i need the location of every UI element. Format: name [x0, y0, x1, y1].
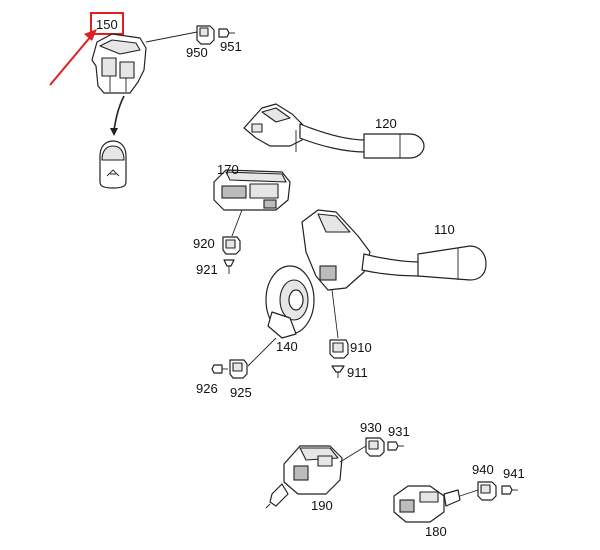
part-120-wiper-switch[interactable] — [243, 103, 425, 159]
part-170-module[interactable] — [213, 169, 291, 211]
part-911-terminal[interactable] — [331, 365, 345, 378]
label-921: 921 — [196, 262, 218, 277]
part-110-combination-switch[interactable] — [301, 209, 487, 339]
part-921-terminal[interactable] — [223, 259, 235, 274]
part-951-terminal[interactable] — [218, 28, 235, 38]
part-140-clock-spring[interactable] — [265, 265, 315, 339]
label-190: 190 — [311, 498, 333, 513]
switch-cap[interactable] — [99, 140, 127, 189]
part-190-switch[interactable] — [265, 445, 343, 509]
part-925-connector[interactable] — [229, 359, 248, 379]
label-925: 925 — [230, 385, 252, 400]
part-940-connector[interactable] — [477, 481, 497, 501]
label-931: 931 — [388, 424, 410, 439]
label-930: 930 — [360, 420, 382, 435]
label-140: 140 — [276, 339, 298, 354]
label-926: 926 — [196, 381, 218, 396]
part-920-connector[interactable] — [222, 236, 241, 255]
label-911: 911 — [347, 365, 368, 380]
part-931-terminal[interactable] — [387, 441, 404, 451]
label-950: 950 — [186, 45, 208, 60]
label-920: 920 — [193, 236, 215, 251]
part-950-connector[interactable] — [196, 25, 215, 45]
highlight-arrow — [49, 29, 97, 86]
label-150: 150 — [96, 17, 118, 32]
part-926-terminal[interactable] — [211, 364, 228, 374]
label-120: 120 — [375, 116, 397, 131]
label-110: 110 — [434, 222, 455, 237]
label-941: 941 — [503, 466, 525, 481]
part-941-terminal[interactable] — [501, 485, 518, 495]
label-180: 180 — [425, 524, 447, 539]
part-930-connector[interactable] — [365, 437, 385, 457]
part-150-switch[interactable] — [91, 33, 147, 94]
part-180-switch[interactable] — [393, 485, 479, 523]
part-910-connector[interactable] — [329, 339, 349, 359]
highlight-box[interactable] — [90, 12, 124, 35]
label-940: 940 — [472, 462, 494, 477]
label-170: 170 — [217, 162, 239, 177]
label-910: 910 — [350, 340, 372, 355]
label-951: 951 — [220, 39, 242, 54]
assembly-arrow — [110, 95, 125, 136]
